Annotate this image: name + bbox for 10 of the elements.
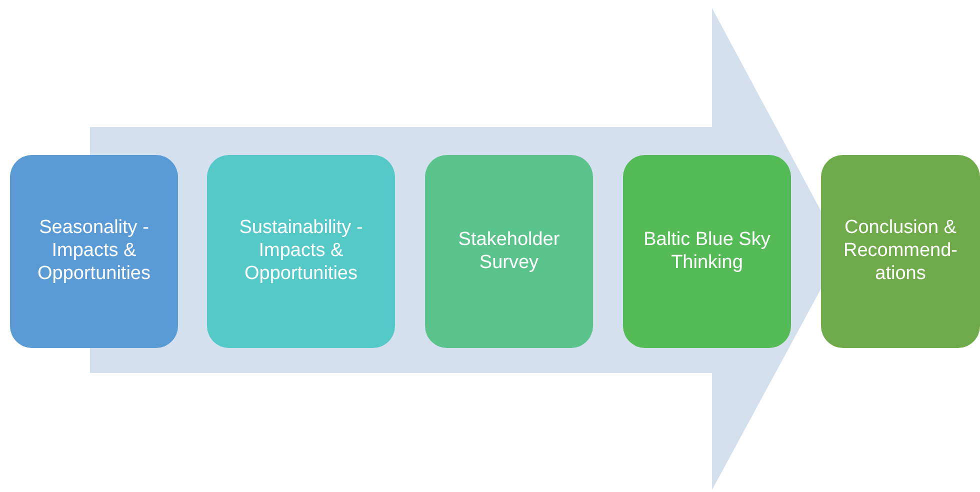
box-label: Seasonality - Impacts & Opportunities <box>36 217 152 286</box>
process-box <box>821 155 980 348</box>
process-box <box>425 155 593 348</box>
box-label: Sustainability - Impacts & Opportunities <box>238 217 364 286</box>
process-box <box>207 155 395 348</box>
box-label: Stakeholder Survey <box>457 228 561 274</box>
process-box <box>623 155 791 348</box>
box-label: Baltic Blue Sky Thinking <box>642 228 772 274</box>
box-label: Conclusion & Recommend- ations <box>842 217 959 286</box>
process-box <box>10 155 178 348</box>
